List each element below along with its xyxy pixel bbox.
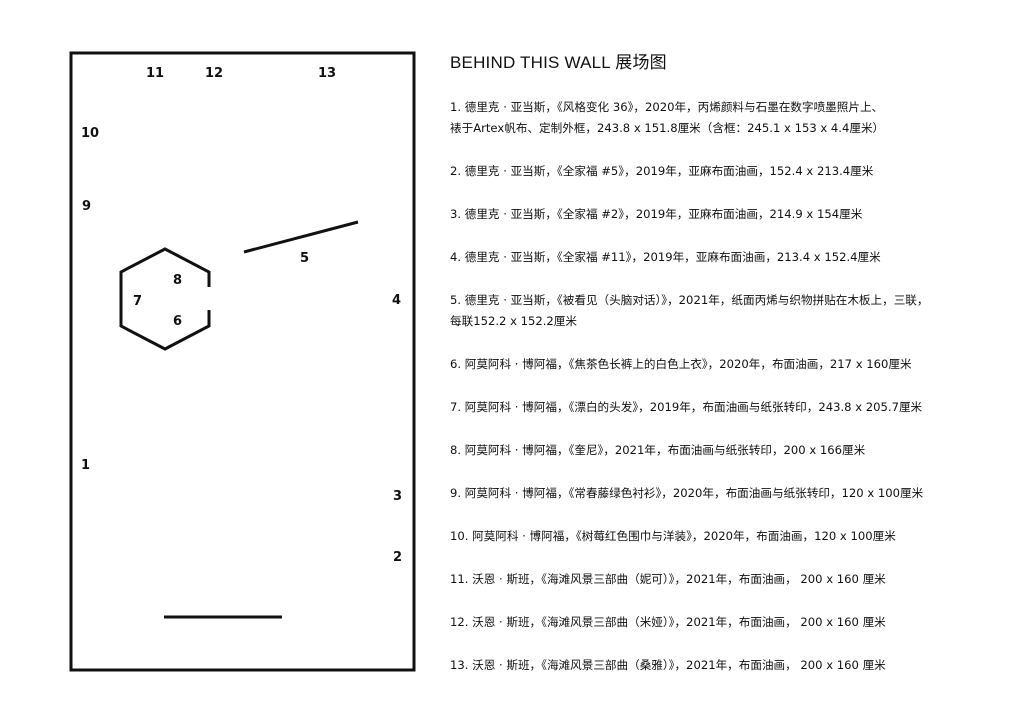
list-item: 10. 阿莫阿科 · 博阿福，《树莓红色围巾与洋装》，2020年，布面油画，12…: [450, 526, 1010, 547]
plan-label-11: 11: [146, 66, 164, 81]
artwork-caption-line: 5. 德里克 · 亚当斯，《被看见（头脑对话）》，2021年，纸面丙烯与织物拼贴…: [450, 293, 929, 307]
list-item: 3. 德里克 · 亚当斯，《全家福 #2》，2019年，亚麻布面油画，214.9…: [450, 204, 1010, 225]
artwork-caption-line: 13. 沃恩 · 斯班，《海滩风景三部曲（桑雅）》，2021年，布面油画， 20…: [450, 658, 886, 672]
artwork-caption-line: 6. 阿莫阿科 · 博阿福，《焦茶色长裤上的白色上衣》，2020年，布面油画，2…: [450, 357, 912, 371]
plan-label-2: 2: [393, 550, 402, 565]
artwork-caption-line: 12. 沃恩 · 斯班，《海滩风景三部曲（米娅）》，2021年，布面油画， 20…: [450, 615, 886, 629]
list-item: 5. 德里克 · 亚当斯，《被看见（头脑对话）》，2021年，纸面丙烯与织物拼贴…: [450, 290, 1010, 332]
artwork-list: 1. 德里克 · 亚当斯，《风格变化 36》，2020年，丙烯颜料与石墨在数字喷…: [450, 97, 1010, 676]
plan-label-13: 13: [318, 66, 336, 81]
plan-label-1: 1: [81, 458, 90, 473]
artwork-caption-line: 7. 阿莫阿科 · 博阿福，《漂白的头发》，2019年，布面油画与纸张转印，24…: [450, 400, 923, 414]
plan-label-7: 7: [133, 294, 142, 309]
artwork-caption-line: 4. 德里克 · 亚当斯，《全家福 #11》，2019年，亚麻布面油画，213.…: [450, 250, 881, 264]
list-item: 4. 德里克 · 亚当斯，《全家福 #11》，2019年，亚麻布面油画，213.…: [450, 247, 1010, 268]
artwork-caption-line: 9. 阿莫阿科 · 博阿福，《常春藤绿色衬衫》，2020年，布面油画与纸张转印，…: [450, 486, 924, 500]
plan-label-8: 8: [173, 273, 182, 288]
list-item: 13. 沃恩 · 斯班，《海滩风景三部曲（桑雅）》，2021年，布面油画， 20…: [450, 655, 1010, 676]
plan-label-3: 3: [393, 489, 402, 504]
artwork-caption-line: 3. 德里克 · 亚当斯，《全家福 #2》，2019年，亚麻布面油画，214.9…: [450, 207, 863, 221]
plan-label-12: 12: [205, 66, 223, 81]
plan-label-6: 6: [173, 314, 182, 329]
artwork-caption-line: 11. 沃恩 · 斯班，《海滩风景三部曲（妮可）》，2021年，布面油画， 20…: [450, 572, 886, 586]
artwork-legend: BEHIND THIS WALL 展场图 1. 德里克 · 亚当斯，《风格变化 …: [450, 48, 1010, 676]
hexagon-wall: [119, 247, 211, 351]
artwork-caption-line: 每联152.2 x 152.2厘米: [450, 314, 577, 328]
list-item: 9. 阿莫阿科 · 博阿福，《常春藤绿色衬衫》，2020年，布面油画与纸张转印，…: [450, 483, 1010, 504]
artwork-caption-line: 2. 德里克 · 亚当斯，《全家福 #5》，2019年，亚麻布面油画，152.4…: [450, 164, 874, 178]
list-item: 12. 沃恩 · 斯班，《海滩风景三部曲（米娅）》，2021年，布面油画， 20…: [450, 612, 1010, 633]
artwork-caption-line: 裱于Artex帆布、定制外框，243.8 x 151.8厘米（含框：245.1 …: [450, 121, 885, 135]
plan-label-4: 4: [392, 293, 401, 308]
list-item: 8. 阿莫阿科 · 博阿福，《奎尼》，2021年，布面油画与纸张转印，200 x…: [450, 440, 1010, 461]
list-item: 2. 德里克 · 亚当斯，《全家福 #5》，2019年，亚麻布面油画，152.4…: [450, 161, 1010, 182]
list-item: 6. 阿莫阿科 · 博阿福，《焦茶色长裤上的白色上衣》，2020年，布面油画，2…: [450, 354, 1010, 375]
list-item: 7. 阿莫阿科 · 博阿福，《漂白的头发》，2019年，布面油画与纸张转印，24…: [450, 397, 1010, 418]
plan-label-10: 10: [81, 126, 99, 141]
artwork-caption-line: 8. 阿莫阿科 · 博阿福，《奎尼》，2021年，布面油画与纸张转印，200 x…: [450, 443, 866, 457]
list-item: 1. 德里克 · 亚当斯，《风格变化 36》，2020年，丙烯颜料与石墨在数字喷…: [450, 97, 1010, 139]
freestanding-wall-diagonal: [243, 220, 359, 254]
list-item: 11. 沃恩 · 斯班，《海滩风景三部曲（妮可）》，2021年，布面油画， 20…: [450, 569, 1010, 590]
page-title: BEHIND THIS WALL 展场图: [450, 53, 667, 72]
artwork-caption-line: 10. 阿莫阿科 · 博阿福，《树莓红色围巾与洋装》，2020年，布面油画，12…: [450, 529, 896, 543]
floor-plan: 11 12 13 10 9 5 8 7 4 6 1 3 2: [69, 51, 416, 672]
plan-label-5: 5: [300, 251, 309, 266]
gallery-outer-wall: [69, 51, 416, 672]
artwork-caption-line: 1. 德里克 · 亚当斯，《风格变化 36》，2020年，丙烯颜料与石墨在数字喷…: [450, 100, 884, 114]
plan-label-9: 9: [82, 199, 91, 214]
